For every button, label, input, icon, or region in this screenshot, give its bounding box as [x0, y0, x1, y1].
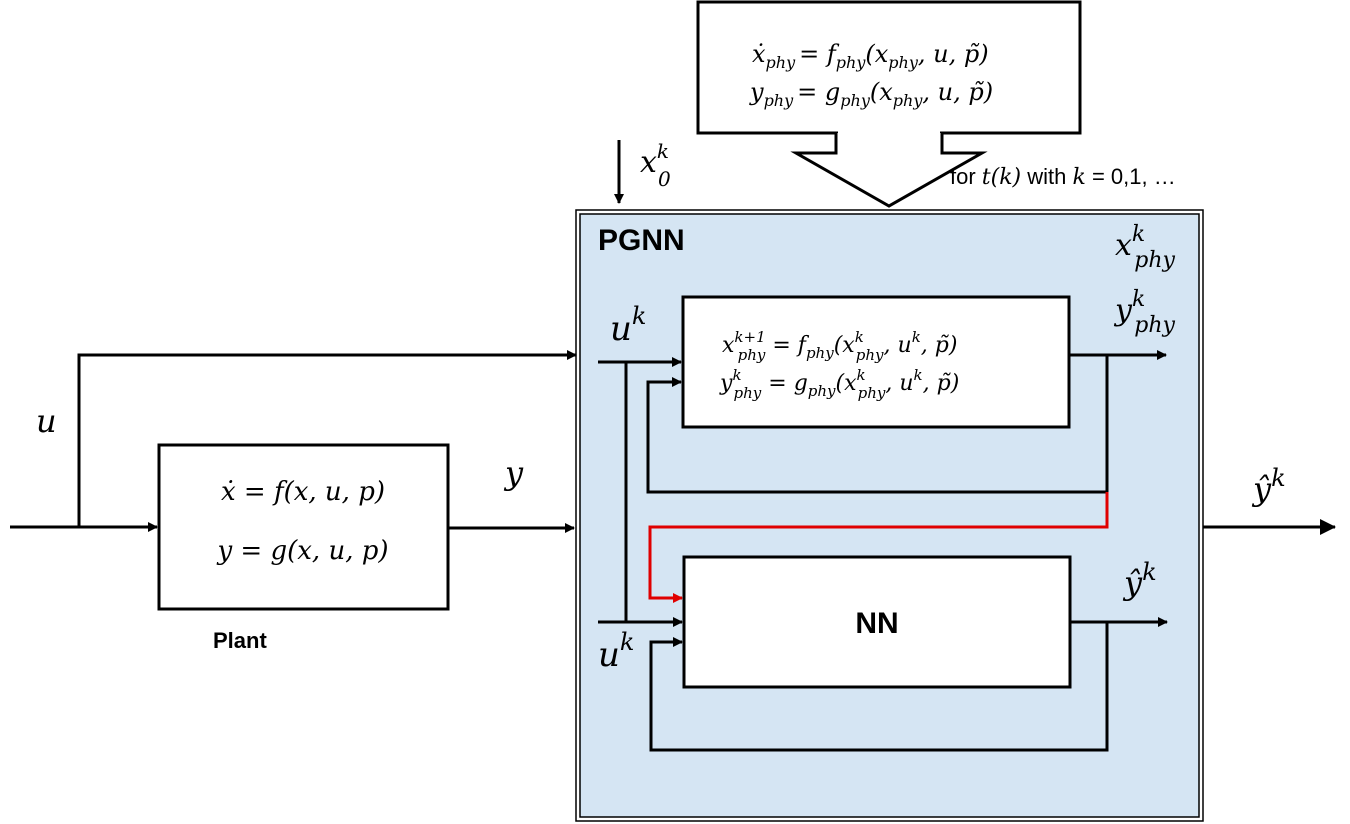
nn-block — [682, 555, 1072, 689]
y-label: y — [503, 454, 524, 492]
nn-label: NN — [855, 607, 898, 640]
schedule-label: for t(k) with k = 0,1, … — [950, 164, 1176, 190]
top-box-line-1: ẋphy= fphy(xphy, u, p̃) — [752, 40, 989, 72]
u-k-bottom-label: uk — [598, 628, 634, 675]
plant-equation-1: ẋ = f(x, u, p) — [221, 477, 385, 507]
physics-block — [681, 295, 1071, 429]
physics-injection-arrow — [790, 133, 988, 208]
physics-model-box — [696, 0, 1082, 135]
u-label: u — [36, 402, 57, 440]
u-k-top-label: uk — [610, 302, 646, 349]
plant-label: Plant — [213, 628, 267, 653]
plant-equation-2: y = g(x, u, p) — [216, 536, 388, 566]
physics-to-nn-link — [648, 492, 1109, 603]
pgnn-output-label: ŷk — [1251, 464, 1286, 508]
pgnn-label: PGNN — [598, 224, 685, 257]
top-box-line-2: yphy= gphy(xphy, u, p̃) — [749, 78, 993, 110]
plant-block — [157, 443, 450, 611]
inner-wiring — [598, 350, 1336, 752]
nn-output-label: ŷk — [1122, 558, 1157, 602]
input-wiring — [10, 350, 577, 533]
